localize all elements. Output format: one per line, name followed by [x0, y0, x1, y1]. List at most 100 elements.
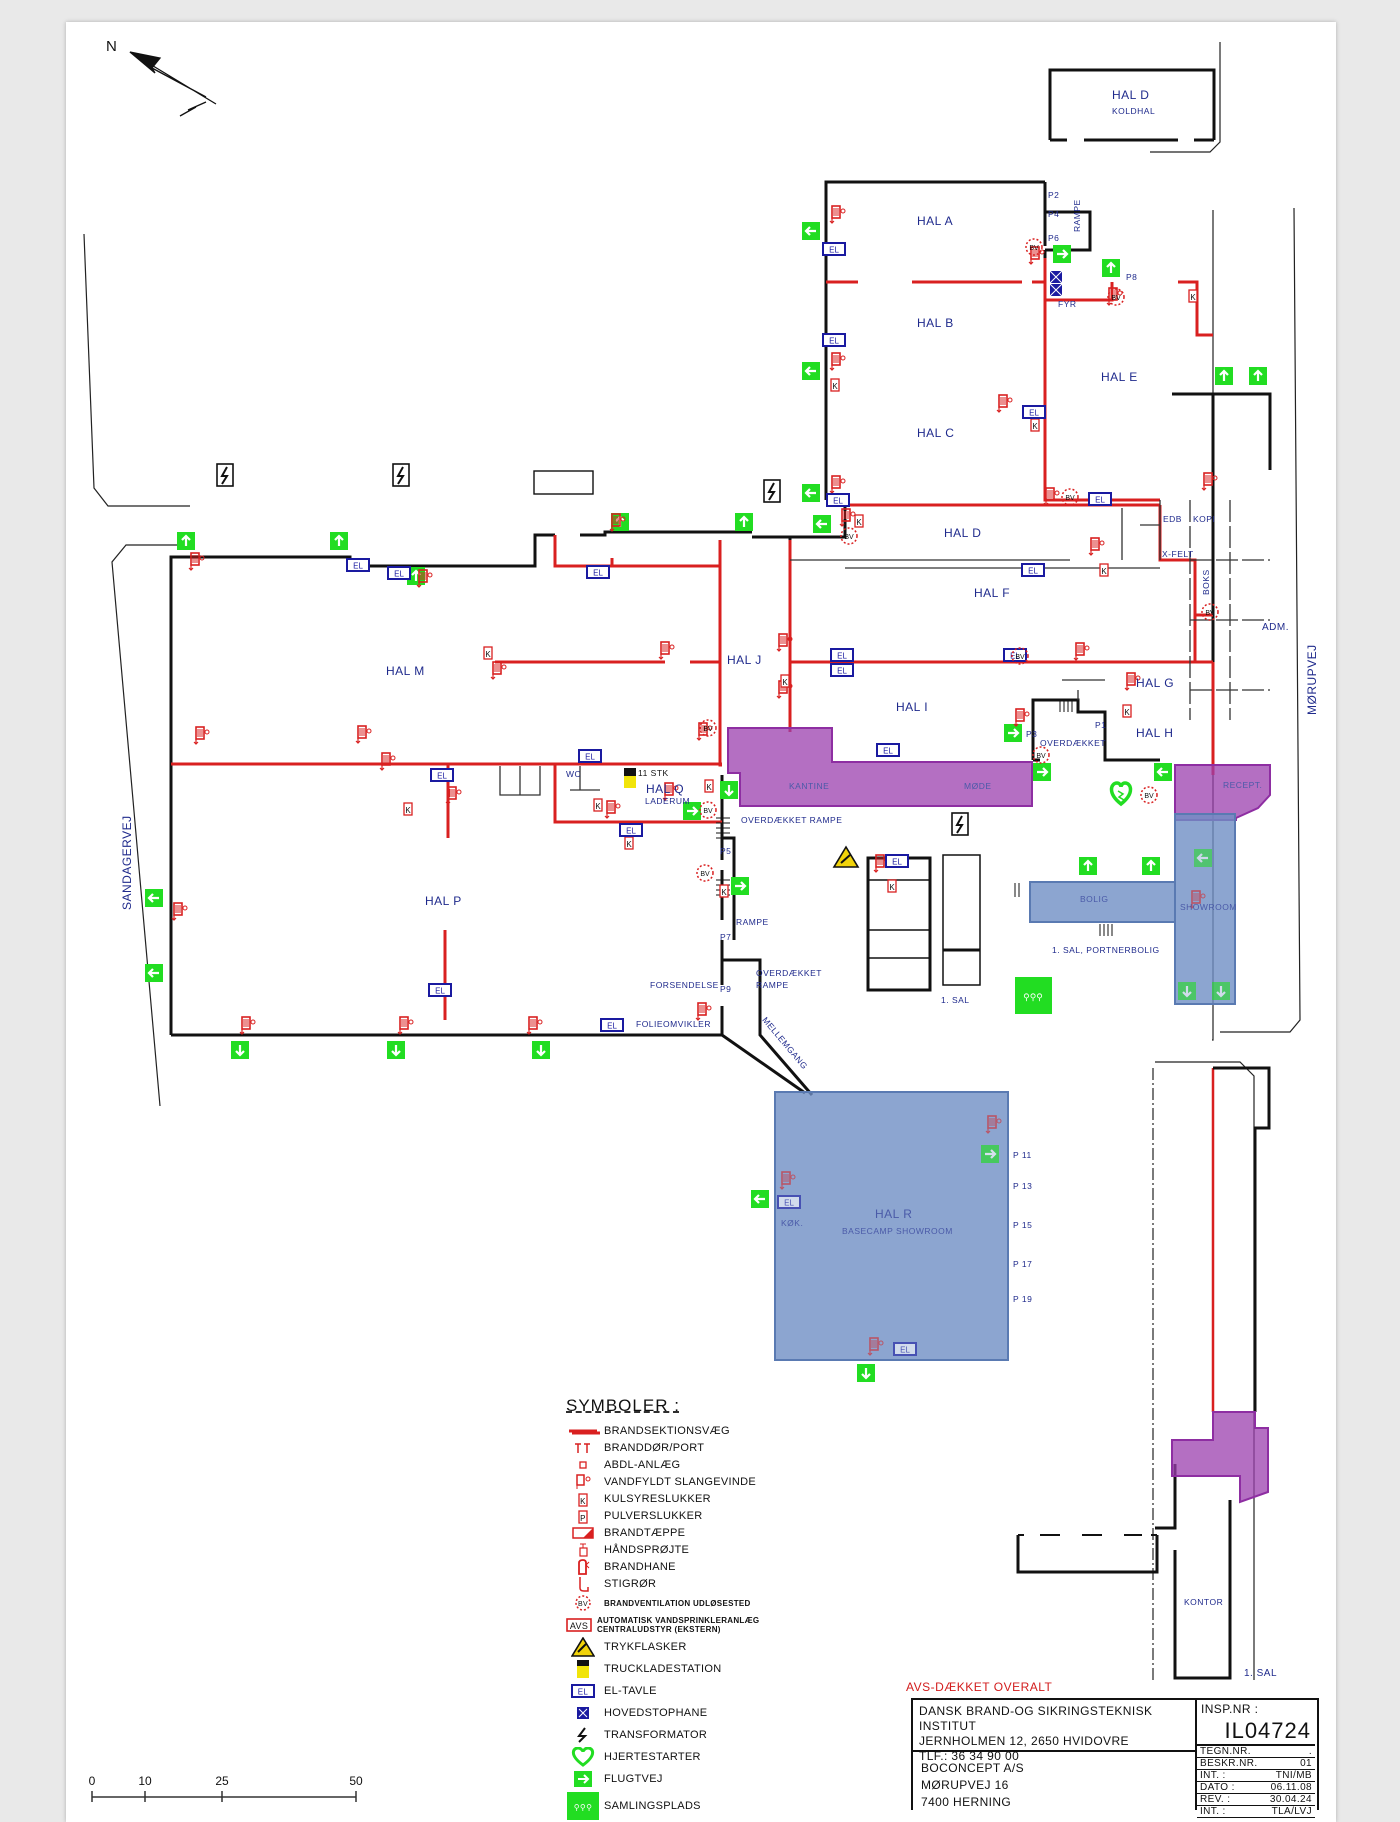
title-block-key: BESKR.NR.: [1200, 1758, 1258, 1769]
title-block-row: DATO :06.11.08: [1197, 1782, 1315, 1794]
scale-tick-0: 0: [88, 1774, 96, 1788]
room-hal-f: HAL F: [974, 586, 1011, 600]
port-p2: P2: [1048, 190, 1060, 200]
label-kantine: KANTINE: [789, 781, 830, 791]
inspection-number-cell: INSP.NR : IL04724: [1197, 1700, 1315, 1746]
client-address: MØRUPVEJ 16: [921, 1778, 1009, 1792]
hand-sprayer-icon: [566, 1543, 600, 1557]
label-showroom: SHOWROOM: [1180, 902, 1237, 912]
zone-showroom: [1174, 813, 1236, 1005]
north-arrow-icon: [129, 51, 217, 117]
label-edb: EDB: [1163, 514, 1182, 524]
label-rampe-mid: RAMPE: [736, 917, 769, 927]
assembly-point-icon: ⚲⚲⚲: [1015, 977, 1052, 1014]
room-hal-b: HAL B: [917, 316, 954, 330]
main-valve-icon: [566, 1706, 600, 1720]
title-block-row: BESKR.NR. 01: [1197, 1758, 1315, 1770]
label-mode: MØDE: [964, 781, 992, 791]
title-block-value: .: [1308, 1746, 1312, 1757]
purple-zones: [727, 727, 1271, 1504]
title-block-key: DATO :: [1200, 1782, 1235, 1793]
room-hal-g: HAL G: [1136, 676, 1175, 690]
scale-bar: [91, 1791, 357, 1802]
room-hal-c: HAL C: [917, 426, 955, 440]
port-p9: P9: [720, 984, 732, 994]
legend-item-label: BRANDTÆPPE: [604, 1526, 686, 1539]
port-p8: P8: [1126, 272, 1138, 282]
fire-door-icon: [566, 1442, 600, 1454]
label-kok: KØK.: [781, 1218, 804, 1228]
scale-tick-50: 50: [349, 1774, 363, 1788]
powder-extinguisher-icon: P: [566, 1508, 600, 1524]
legend-item-label: BRANDDØR/PORT: [604, 1441, 705, 1454]
room-hal-a: HAL A: [917, 214, 954, 228]
svg-text:P: P: [580, 1514, 586, 1523]
port-p3: P3: [1026, 729, 1038, 739]
legend-item-label: SAMLINGSPLADS: [604, 1800, 701, 1812]
truck-charging-icon: [566, 1659, 600, 1679]
street-morupvej: MØRUPVEJ: [1305, 644, 1319, 715]
legend-item: BRANDHANE: [566, 1558, 826, 1575]
legend-item-label: PULVERSLUKKER: [604, 1509, 703, 1522]
port-p19: P 19: [1013, 1294, 1033, 1304]
zone-kantine-mode: [727, 727, 1033, 807]
legend-item: TRANSFORMATOR: [566, 1724, 826, 1746]
port-p17: P 17: [1013, 1259, 1033, 1269]
room-hal-p: HAL P: [425, 894, 462, 908]
site-structure: [533, 470, 594, 495]
room-hal-d-koldhal: HAL D: [1112, 88, 1150, 102]
label-adm: ADM.: [1262, 622, 1289, 633]
label-overdaekket: OVERDÆKKET: [1040, 738, 1106, 748]
port-p5: P5: [720, 846, 732, 856]
co2-extinguisher-icon: K: [566, 1491, 600, 1507]
legend-item: HÅNDSPRØJTE: [566, 1541, 826, 1558]
building-hal-d-koldhal: [1048, 68, 1216, 142]
client-name: BOCONCEPT A/S: [921, 1761, 1025, 1775]
label-bolig: BOLIG: [1080, 894, 1109, 904]
legend-item: BRANDSEKTIONSVÆG: [566, 1422, 826, 1439]
client-city: 7400 HERNING: [921, 1795, 1012, 1809]
legend-item-label: HÅNDSPRØJTE: [604, 1543, 690, 1556]
legend-item-label: ABDL-ANLÆG: [604, 1458, 681, 1471]
title-block: DANSK BRAND-OG SIKRINGSTEKNISK INSTITUT …: [911, 1698, 1319, 1818]
interior-partitions: [499, 500, 1270, 796]
label-wc: WC: [566, 769, 582, 779]
legend-item-label: BRANDHANE: [604, 1560, 676, 1573]
label-forsendelse: FORSENDELSE: [650, 980, 719, 990]
legend-item-label: BRANDVENTILATION UDLØSESTED: [604, 1598, 751, 1608]
label-overdaekket-rampe-2b: RAMPE: [756, 980, 789, 990]
port-p4: P4: [1048, 209, 1060, 219]
label-1-sal-right: 1. SAL: [1244, 1668, 1278, 1679]
title-block-row: INT. :TNI/MB: [1197, 1770, 1315, 1782]
riser-pipe-icon: [566, 1576, 600, 1592]
legend-item-label: STIGRØR: [604, 1577, 657, 1590]
defibrillator-icon: [1109, 781, 1133, 807]
legend-item-label: AUTOMATISK VANDSPRINKLERANLÆG CENTRALUDS…: [596, 1616, 760, 1634]
port-p15: P 15: [1013, 1220, 1033, 1230]
legend-item-label: TRUCKLADESTATION: [604, 1663, 722, 1675]
zone-lower-right: [1171, 1411, 1269, 1504]
label-rampe-top: RAMPE: [1072, 199, 1082, 232]
inspection-number: IL04724: [1224, 1718, 1311, 1743]
svg-text:⚲⚲⚲: ⚲⚲⚲: [1023, 992, 1043, 1002]
title-block-value: 01: [1300, 1758, 1312, 1769]
title-block-key: REV. :: [1200, 1794, 1231, 1805]
label-kopi: KOPI: [1193, 514, 1216, 524]
port-p6: P6: [1048, 233, 1060, 243]
label-overdaekket-rampe-2a: OVERDÆKKET: [756, 968, 822, 978]
abdl-detector-icon: [566, 1459, 600, 1471]
port-p1: P1: [1095, 720, 1107, 730]
legend-item-label: TRYKFLASKER: [604, 1641, 687, 1653]
legend-item: STIGRØR: [566, 1575, 826, 1592]
legend-item: HJERTESTARTER: [566, 1746, 826, 1768]
label-fyr: FYR: [1058, 299, 1077, 309]
room-hal-m: HAL M: [386, 664, 425, 678]
legend-item: VANDFYLDT SLANGEVINDE: [566, 1473, 826, 1490]
zone-hal-r: [774, 1091, 1009, 1361]
electrical-panel-icon: EL: [566, 1684, 600, 1698]
legend-item-label: FLUGTVEJ: [604, 1773, 663, 1785]
room-hal-r: HAL R: [875, 1207, 913, 1221]
